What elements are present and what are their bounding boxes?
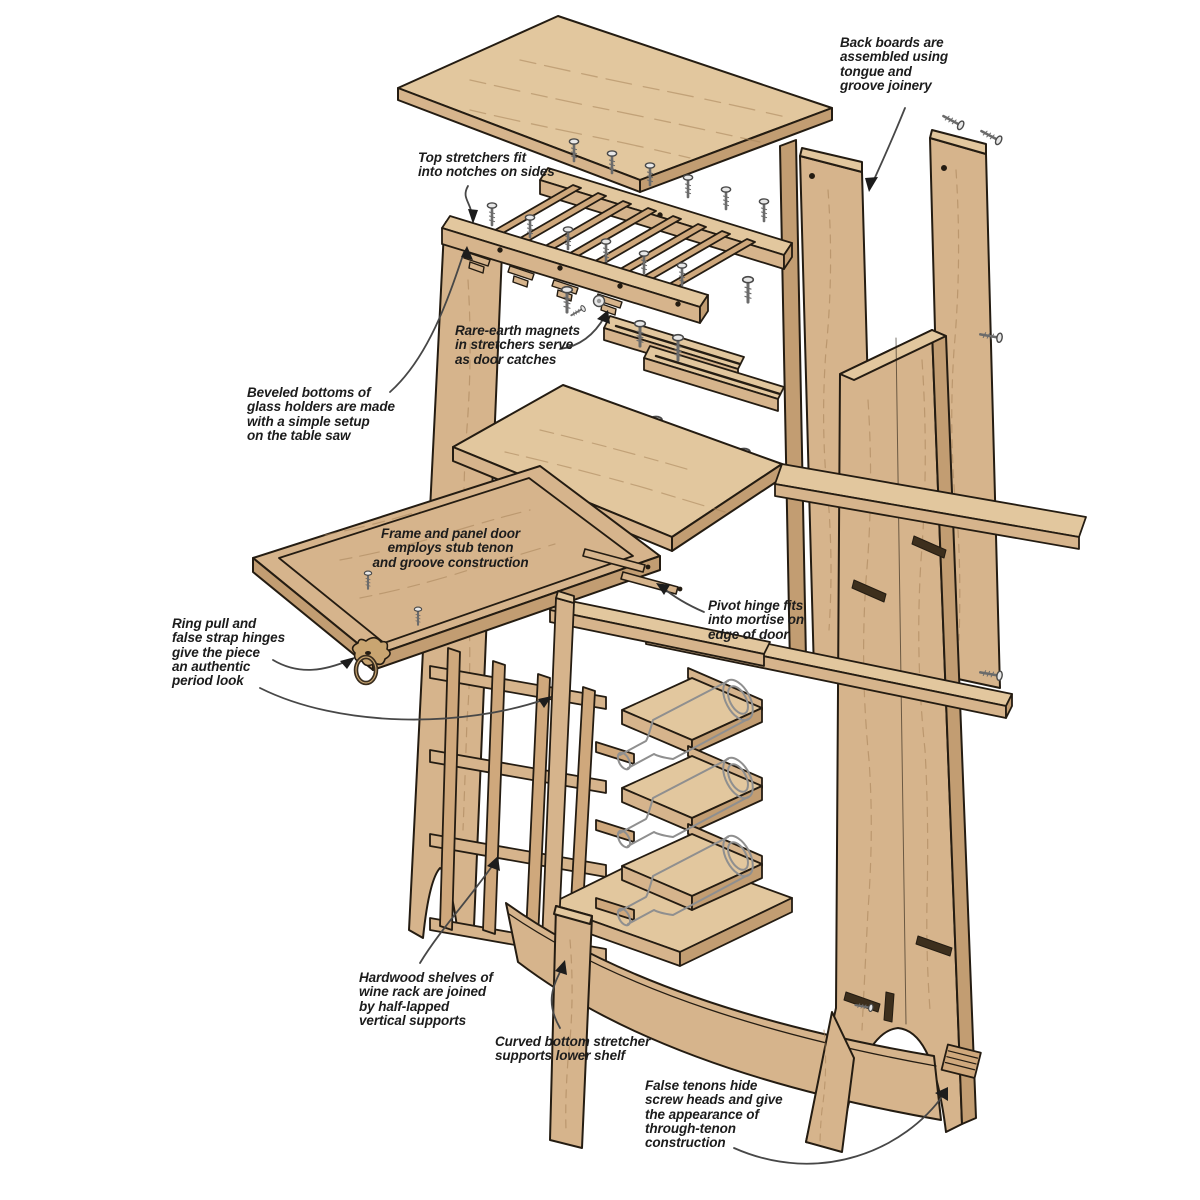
annotation-frame-panel-door: Frame and panel door employs stub tenon …: [372, 526, 529, 570]
leader-false-tenons: [733, 1093, 945, 1165]
annotation-top-stretchers: Top stretchers fit into notches on sides: [418, 150, 555, 180]
leader-hardwood: [419, 861, 496, 964]
annotation-pivot-hinge: Pivot hinge fits into mortise on edge of…: [708, 598, 804, 642]
wood-screw: [486, 201, 498, 227]
glass-rack-assembly: [441, 167, 793, 412]
mortise-slot: [915, 935, 953, 957]
long-shelf: [774, 463, 1087, 550]
annotation-beveled-bottoms: Beveled bottoms of glass holders are mad…: [247, 385, 395, 443]
mortise-slot: [911, 535, 947, 559]
leader-lines: [259, 107, 945, 1165]
leader-back-boards: [871, 107, 906, 185]
frame-panel-door: [252, 465, 683, 686]
annotation-false-tenons: False tenons hide screw heads and give t…: [645, 1078, 783, 1151]
top-stretcher-front: [441, 215, 709, 324]
right-panel-left-foot: [805, 1011, 855, 1153]
wood-screw: [682, 173, 694, 199]
mortise-slot: [883, 991, 895, 1023]
leader-ring-pull-2: [259, 687, 547, 721]
top-panel: [397, 15, 833, 193]
leader-curved: [550, 967, 563, 1029]
annotation-ring-pull: Ring pull and false strap hinges give th…: [172, 616, 285, 689]
right-side-panel: [805, 329, 977, 1151]
wood-screw: [720, 185, 732, 211]
false-tenon: [940, 1043, 982, 1079]
mortise-slot: [851, 579, 887, 603]
wood-screw: [939, 110, 967, 132]
ring-pull: [351, 636, 391, 686]
leader-beveled: [389, 251, 465, 393]
annotation-rare-earth-magnets: Rare-earth magnets in stretchers serve a…: [455, 323, 580, 367]
wood-screw: [758, 197, 770, 223]
annotation-hardwood-shelves: Hardwood shelves of wine rack are joined…: [359, 970, 493, 1028]
leader-arrowheads: [340, 177, 948, 1101]
wood-screw: [741, 275, 755, 304]
front-leg: [549, 905, 593, 1149]
rare-earth-magnet: [568, 294, 606, 320]
wood-screw: [568, 303, 588, 320]
annotation-curved-stretcher: Curved bottom stretcher supports lower s…: [495, 1034, 651, 1064]
annotation-back-boards: Back boards are assembled using tongue a…: [840, 35, 949, 93]
